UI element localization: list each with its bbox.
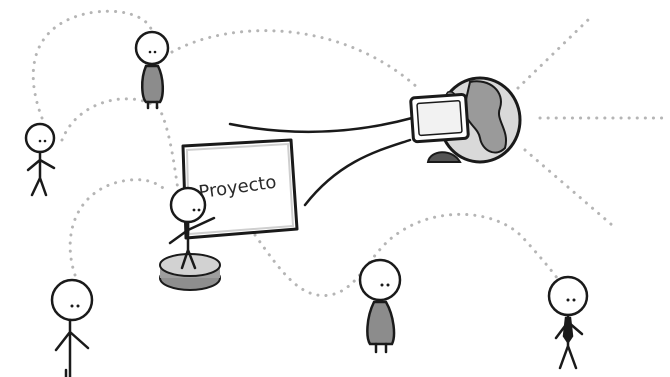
person-top-center	[134, 30, 170, 110]
tie	[562, 316, 574, 345]
eye	[380, 283, 384, 287]
wires	[228, 116, 414, 207]
eye	[192, 208, 196, 212]
connection-lines	[31, 9, 667, 298]
wire-lower	[303, 138, 412, 207]
dotted-link	[253, 212, 562, 298]
dotted-link	[68, 178, 170, 277]
eye	[197, 208, 201, 212]
monitor-screen	[416, 99, 463, 137]
globe-computer	[409, 76, 522, 164]
eye	[43, 139, 47, 143]
dress-body	[141, 64, 164, 104]
dotted-ray	[523, 148, 614, 227]
wire-upper	[228, 116, 414, 134]
person-left-middle	[24, 122, 56, 197]
person-bottom-right	[547, 275, 589, 370]
dotted-link	[170, 29, 420, 90]
head	[169, 186, 207, 224]
eye	[386, 283, 390, 287]
eye	[148, 50, 152, 54]
stick-body	[168, 216, 216, 270]
eye	[70, 304, 74, 308]
head	[24, 122, 56, 154]
dotted-link	[60, 97, 180, 192]
head	[134, 30, 170, 66]
stick-body	[26, 150, 56, 197]
dotted-ray	[516, 16, 592, 90]
head	[547, 275, 589, 317]
eye	[566, 298, 570, 302]
dotted-link	[31, 9, 154, 120]
person-bottom-center	[358, 258, 402, 354]
legs	[374, 342, 388, 354]
dress-body	[366, 300, 396, 346]
head	[50, 278, 94, 322]
person-bottom-left	[50, 278, 94, 377]
legs	[146, 100, 159, 110]
eye	[572, 298, 576, 302]
presenter	[159, 186, 221, 291]
presentation-board: Proyecto	[181, 138, 299, 240]
monitor-stand	[426, 151, 462, 163]
eye	[153, 50, 157, 54]
eye	[76, 304, 80, 308]
eye	[38, 139, 42, 143]
head	[358, 258, 402, 302]
stick-body	[54, 318, 90, 377]
globe-land	[463, 80, 508, 154]
